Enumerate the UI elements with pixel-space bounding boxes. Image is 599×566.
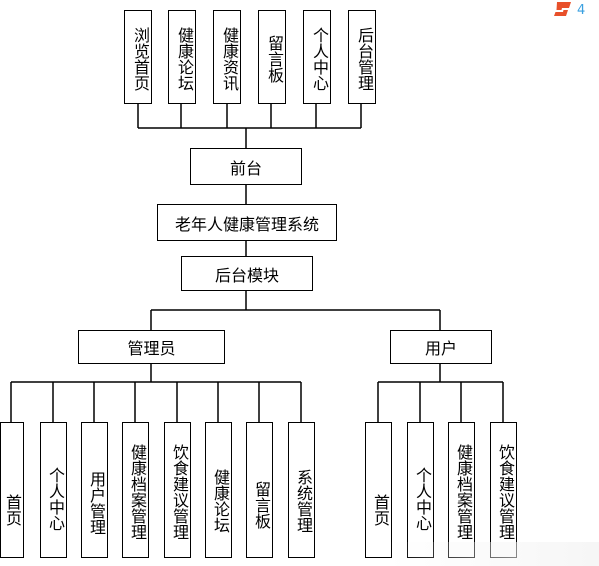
admin-node-system-management: 系统管理 (288, 422, 315, 558)
svg-text:4: 4 (577, 3, 585, 18)
admin-node: 管理员 (78, 330, 225, 364)
root-node: 老年人健康管理系统 (157, 204, 337, 241)
admin-node-home: 首页 (0, 422, 24, 558)
admin-node-health-records: 健康档案管理 (122, 422, 149, 558)
user-node-personal-center: 个人中心 (407, 422, 434, 558)
user-node-diet-advice: 饮食建议管理 (490, 422, 517, 558)
frontend-node-message-board: 留言板 (258, 10, 286, 104)
backend-node: 后台模块 (181, 256, 313, 291)
frontend-node: 前台 (190, 148, 302, 185)
admin-node-personal-center: 个人中心 (40, 422, 67, 558)
user-node-home: 首页 (365, 422, 392, 558)
user-node-health-records: 健康档案管理 (448, 422, 475, 558)
site-logo-icon: 4 (554, 2, 585, 18)
admin-node-message-board: 留言板 (246, 422, 273, 558)
frontend-node-browse-home: 浏览首页 (124, 10, 152, 104)
user-node: 用户 (390, 330, 492, 364)
admin-node-user-management: 用户管理 (81, 422, 108, 558)
frontend-node-health-news: 健康资讯 (213, 10, 241, 104)
frontend-node-personal-center: 个人中心 (303, 10, 331, 104)
watermark (388, 542, 599, 566)
frontend-node-admin-entry: 后台管理 (348, 10, 376, 104)
admin-node-diet-advice: 饮食建议管理 (164, 422, 191, 558)
frontend-node-health-forum: 健康论坛 (168, 10, 196, 104)
admin-node-health-forum: 健康论坛 (205, 422, 232, 558)
